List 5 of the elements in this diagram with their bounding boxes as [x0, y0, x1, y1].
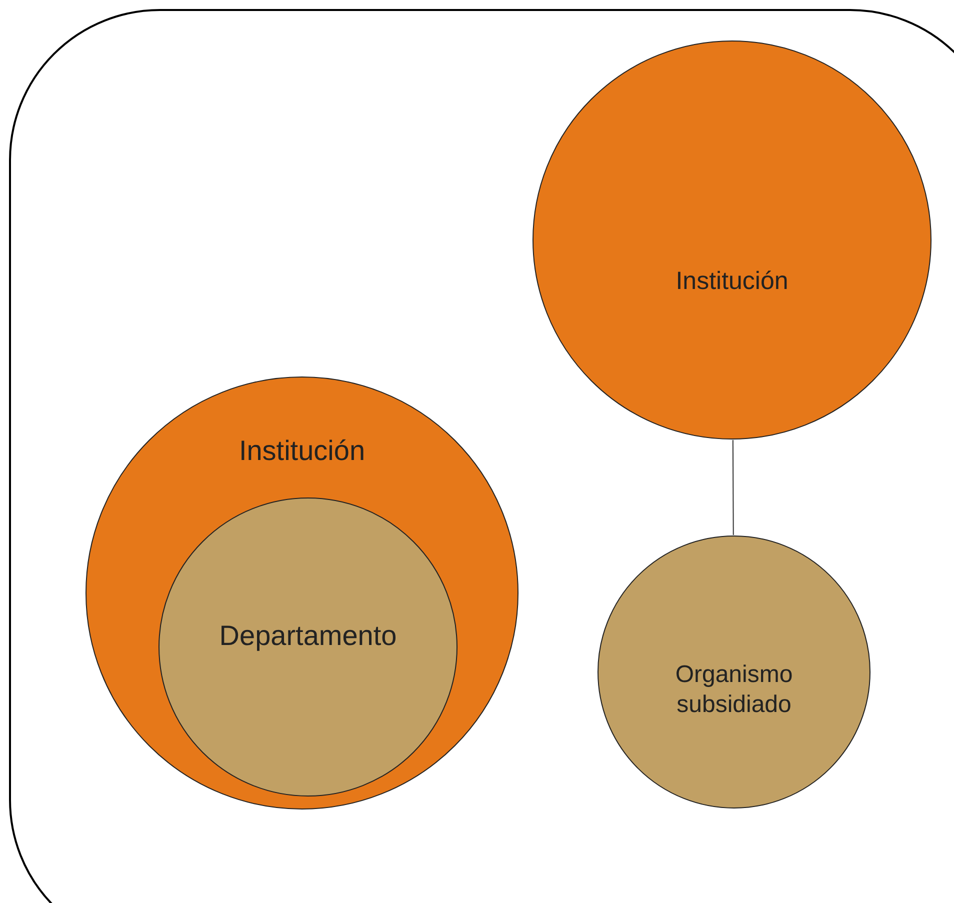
node-label: Institución [238, 434, 366, 468]
connector-line [732, 440, 734, 536]
node-label: Organismo subsidiado [674, 660, 794, 720]
node-label: Departamento [219, 619, 397, 653]
node-label: Institución [676, 266, 788, 297]
